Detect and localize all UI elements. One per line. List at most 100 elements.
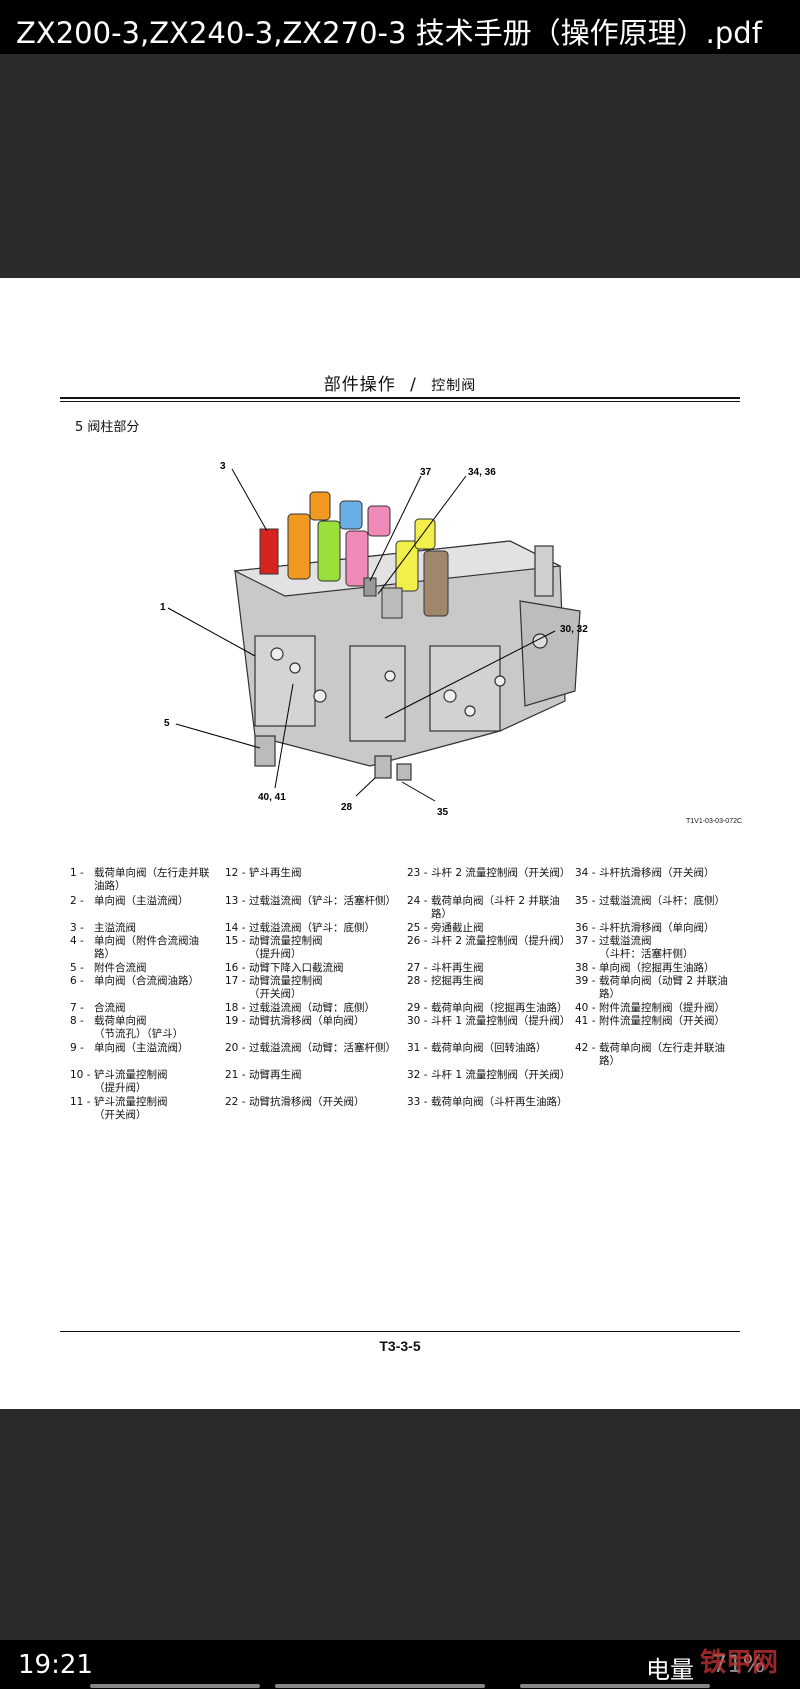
header-title: 部件操作 / 控制阀 [60, 370, 740, 395]
legend-item-number: 41 - [575, 1015, 596, 1027]
legend-item: 23 -斗杆 2 流量控制阀（开关阀） [407, 867, 570, 880]
header-rule [60, 397, 740, 399]
legend-item-text: 附件流量控制阀（提升阀） [599, 1002, 725, 1014]
header-main: 部件操作 [323, 375, 396, 395]
legend-item-number: 28 - [407, 975, 428, 987]
page-scroll-indicator-2[interactable] [275, 1684, 485, 1688]
legend-item-text: 过载溢流阀（斗杆：底侧） [599, 895, 725, 907]
legend-item: 5 - 附件合流阀 [70, 962, 147, 975]
legend-item-text: 斗杆 1 流量控制阀（提升阀） [431, 1015, 571, 1027]
legend-item-number: 29 - [407, 1002, 428, 1014]
legend-item-text: 斗杆再生阀 [431, 962, 484, 974]
legend-item-text: 动臂再生阀 [249, 1069, 302, 1081]
clock: 19:21 [18, 1650, 93, 1680]
pdf-page[interactable]: 部件操作 / 控制阀 5 阀柱部分 [0, 278, 800, 1409]
figure-code: T1V1-03-03-072C [686, 818, 743, 825]
legend-item-text: 载荷单向阀（动臂 2 并联油 路） [599, 975, 728, 1000]
legend-item-text: 铲斗再生阀 [249, 867, 302, 879]
legend-item-number: 26 - [407, 935, 428, 947]
legend-item-text: 载荷单向阀（回转油路） [431, 1042, 547, 1054]
legend-item: 20 -过载溢流阀（动臂：活塞杆侧） [225, 1042, 396, 1055]
callout-leaders [167, 468, 556, 802]
page-number: T3-3-5 [379, 1338, 421, 1354]
legend-item-number: 5 - [70, 962, 84, 974]
legend-item-number: 33 - [407, 1096, 428, 1108]
legend-item: 15 -动臂流量控制阀 （提升阀） [225, 935, 323, 961]
legend-item-text: 载荷单向阀 （节流孔）（铲斗） [94, 1015, 184, 1040]
battery-value: 71% [712, 1650, 766, 1678]
legend-item-number: 13 - [225, 895, 246, 907]
legend-item-number: 23 - [407, 867, 428, 879]
legend-item-text: 斗杆 2 流量控制阀（开关阀） [431, 867, 571, 879]
legend-item-text: 载荷单向阀（左行走并联 油路） [94, 867, 210, 892]
battery-label: 电量 [646, 1656, 694, 1684]
callout-5: 5 [164, 718, 170, 729]
legend-item-number: 32 - [407, 1069, 428, 1081]
valve-body [232, 540, 581, 781]
callout-28: 28 [341, 802, 353, 813]
legend-item-number: 15 - [225, 935, 246, 947]
legend-item: 40 -附件流量控制阀（提升阀） [575, 1002, 725, 1015]
legend-item: 38 -单向阀（挖掘再生油路） [575, 962, 715, 975]
legend-item: 14 -过载溢流阀（铲斗：底侧） [225, 922, 375, 935]
legend-item-text: 附件合流阀 [94, 962, 147, 974]
legend-item: 19 -动臂抗滑移阀（单向阀） [225, 1015, 365, 1028]
callout-3: 3 [220, 461, 226, 472]
legend-item: 12 -铲斗再生阀 [225, 867, 302, 880]
legend-item: 39 -载荷单向阀（动臂 2 并联油 路） [575, 975, 728, 1001]
legend-item-text: 单向阀（合流阀油路） [94, 975, 199, 987]
legend-item-text: 斗杆 2 流量控制阀（提升阀） [431, 935, 571, 947]
legend-item: 21 -动臂再生阀 [225, 1069, 302, 1082]
legend-item-number: 11 - [70, 1096, 91, 1108]
legend-item-number: 19 - [225, 1015, 246, 1027]
legend-item: 41 -附件流量控制阀（开关阀） [575, 1015, 725, 1028]
legend-item: 32 -斗杆 1 流量控制阀（开关阀） [407, 1069, 570, 1082]
page-scroll-indicator-3[interactable] [520, 1684, 710, 1688]
legend-item-number: 34 - [575, 867, 596, 879]
legend-item-text: 过载溢流阀 （斗杆：活塞杆侧） [599, 935, 694, 960]
legend-item-number: 18 - [225, 1002, 246, 1014]
legend-item-text: 载荷单向阀（左行走并联油 路） [599, 1042, 725, 1067]
legend-item-text: 动臂抗滑移阀（开关阀） [249, 1096, 365, 1108]
legend-item-text: 动臂流量控制阀 （开关阀） [249, 975, 323, 1000]
valve-diagram: 3 37 34, 36 1 30, 32 5 40, 41 28 35 [160, 456, 740, 818]
legend-item-number: 42 - [575, 1042, 596, 1054]
legend-item-text: 铲斗流量控制阀 （开关阀） [94, 1096, 168, 1121]
window-titlebar: ZX200-3,ZX240-3,ZX270-3 技术手册（操作原理）.pdf [0, 0, 800, 54]
legend-item-text: 过载溢流阀（铲斗：活塞杆侧） [249, 895, 396, 907]
legend-item: 37 -过载溢流阀 （斗杆：活塞杆侧） [575, 935, 694, 961]
legend-item-number: 16 - [225, 962, 246, 974]
legend-item: 33 -载荷单向阀（斗杆再生油路） [407, 1096, 568, 1109]
legend-item-text: 附件流量控制阀（开关阀） [599, 1015, 725, 1027]
legend-item: 17 -动臂流量控制阀 （开关阀） [225, 975, 323, 1001]
legend-item: 27 -斗杆再生阀 [407, 962, 484, 975]
legend-item-number: 40 - [575, 1002, 596, 1014]
window-title: ZX200-3,ZX240-3,ZX270-3 技术手册（操作原理）.pdf [16, 16, 762, 50]
legend-item-number: 10 - [70, 1069, 91, 1081]
page-header: 部件操作 / 控制阀 [60, 370, 740, 395]
legend-item-text: 斗杆抗滑移阀（开关阀） [599, 867, 715, 879]
callout-labels: 3 37 34, 36 1 30, 32 5 40, 41 28 35 [160, 461, 588, 818]
legend-item-number: 2 - [70, 895, 84, 907]
legend-item-text: 单向阀（主溢流阀） [94, 1042, 189, 1054]
header-rule-thin [60, 401, 740, 402]
legend-item-text: 动臂抗滑移阀（单向阀） [249, 1015, 365, 1027]
page-scroll-indicator-1[interactable] [90, 1684, 260, 1688]
legend-item-text: 动臂下降入口截流阀 [249, 962, 344, 974]
legend-item: 8 -载荷单向阀 （节流孔）（铲斗） [70, 1015, 183, 1041]
legend-item: 7 -合流阀 [70, 1002, 126, 1015]
legend-item-number: 9 - [70, 1042, 84, 1054]
legend-item: 26 -斗杆 2 流量控制阀（提升阀） [407, 935, 570, 948]
legend-item: 2 -单向阀（主溢流阀） [70, 895, 189, 908]
legend-item: 28 -挖掘再生阀 [407, 975, 484, 988]
legend-item: 11 -铲斗流量控制阀 （开关阀） [70, 1096, 168, 1122]
status-bar: 19:21 电量 71% 铁甲网 [0, 1640, 800, 1689]
legend-item-number: 39 - [575, 975, 596, 987]
legend-item-text: 旁通截止阀 [431, 922, 484, 934]
legend-item-text: 载荷单向阀（挖掘再生油路） [431, 1002, 568, 1014]
valve-spools [259, 491, 449, 619]
legend-item: 29 -载荷单向阀（挖掘再生油路） [407, 1002, 568, 1015]
legend-item-text: 载荷单向阀（斗杆 2 并联油 路） [431, 895, 560, 920]
header-sub: 控制阀 [431, 378, 477, 394]
legend-item: 30 -斗杆 1 流量控制阀（提升阀） [407, 1015, 570, 1028]
